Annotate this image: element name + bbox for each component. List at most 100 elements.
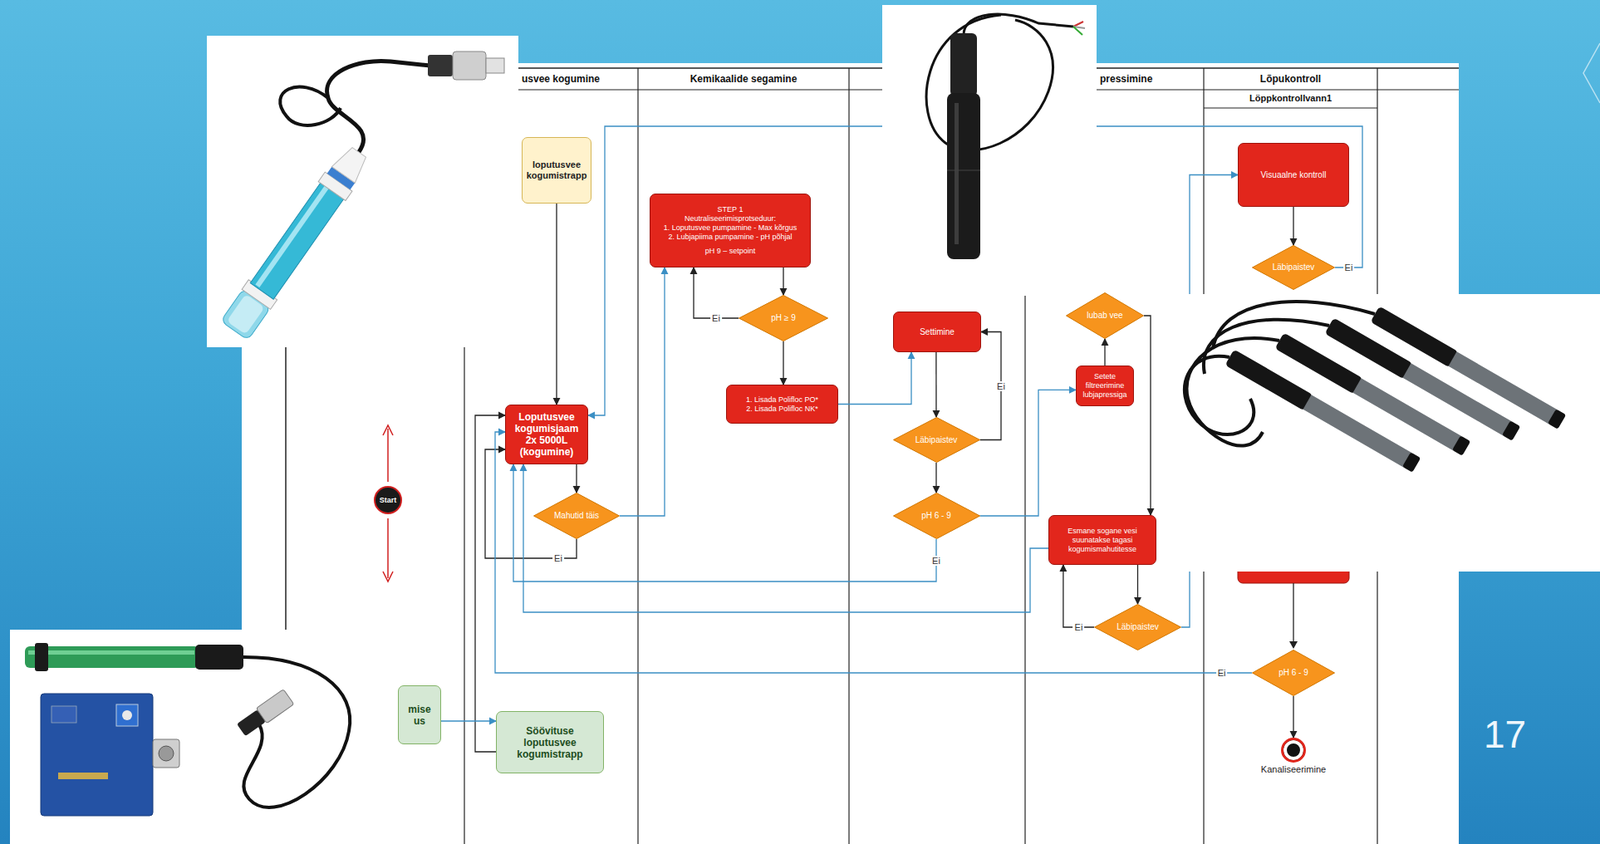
process-box: mise us (397, 685, 442, 745)
node-line: pH 9 – setpoint (663, 246, 798, 256)
ph-probe-photo-part (279, 87, 341, 126)
node-label: pH ≥ 9 (770, 313, 796, 324)
ph-probe-photo-part (206, 35, 519, 348)
node-label: Esmane sogane vesi suunatakse tagasi kog… (1053, 526, 1152, 555)
ph-kit-photo-part (51, 706, 77, 723)
node-label: Söövituse loputusvee kogumistrapp (499, 725, 601, 761)
ph-kit-photo-part (195, 644, 244, 670)
collection-trap-box: Söövituse loputusvee kogumistrapp (495, 711, 604, 774)
decision-diamond: Mahutid täis (533, 492, 620, 540)
sensor-set-photo-part-part (1448, 351, 1558, 424)
ph-kit-photo-part-part (255, 689, 294, 724)
sensor-set-photo-part-part (1452, 435, 1471, 456)
connector (1292, 206, 1294, 246)
edge-label: Ei (710, 313, 722, 324)
ph-probe-photo (206, 35, 519, 348)
sensor-set-photo-part (1160, 294, 1600, 572)
node-label: pH 6 - 9 (1278, 667, 1309, 678)
node-label: Visuaalne kontroll (1261, 170, 1327, 181)
node-label: loputusvee kogumistrapp (525, 159, 589, 182)
sensor-set-photo-part-part (1547, 408, 1566, 429)
node-text: Läbipaistev (915, 435, 958, 446)
lane-header: pressimine (1099, 73, 1153, 85)
connector (838, 352, 912, 405)
black-sensor-photo-part (947, 93, 981, 260)
edge-label: Ei (1343, 262, 1355, 273)
connector (1104, 338, 1105, 366)
node-label: Settimine (919, 327, 955, 338)
connector (782, 267, 784, 295)
decision-diamond: Läbipaistev (893, 417, 981, 463)
decision-diamond: pH ≥ 9 (738, 294, 829, 342)
ph-kit-photo-part (58, 772, 108, 780)
ph-probe-photo-part-part (331, 144, 371, 184)
node-text: Läbipaistev (1272, 262, 1316, 273)
node-label: Loputusvee kogumisjaam 2x 5000L (kogumin… (510, 411, 584, 458)
start-arrows-part (382, 425, 393, 436)
node-label: Läbipaistev (1272, 262, 1316, 273)
node-text: Visuaalne kontroll (1261, 170, 1327, 181)
connector (980, 389, 1077, 516)
collection-trap-box: loputusvee kogumistrapp (521, 137, 592, 204)
ph-probe-photo-part (427, 54, 453, 77)
node-text: Start (379, 495, 398, 505)
node-label: Läbipaistev (915, 435, 958, 446)
node-label: pH 6 - 9 (921, 510, 952, 521)
node-label: STEP 1 (663, 205, 798, 215)
start-circle: Start (373, 485, 403, 515)
edge-label: Ei (1073, 622, 1085, 633)
page-number: 17 (1483, 712, 1527, 757)
black-sensor-photo-part (1073, 26, 1083, 35)
lane-header: usvee kogumine (521, 73, 600, 85)
node-label: lubab vee (1086, 310, 1123, 321)
node-text: Söövituse loputusvee kogumistrapp (499, 725, 601, 761)
hidden-process-box-part (1292, 583, 1294, 643)
hidden-process-box (1237, 564, 1350, 649)
swimlane-table-part (637, 68, 639, 844)
connector (475, 415, 506, 752)
node-text: pH 6 - 9 (1278, 667, 1309, 678)
swimlane-table-part (848, 68, 850, 844)
ph-kit-photo-part (158, 746, 174, 761)
sensor-set-photo-part-part (1402, 451, 1421, 472)
ph-kit-photo-part (40, 693, 153, 816)
diamond-shape (739, 295, 829, 342)
slide-ornament-part (1583, 43, 1600, 104)
process-box: Visuaalne kontroll (1237, 142, 1350, 207)
start-arrows-part (387, 518, 389, 579)
start-arrows-part (387, 428, 389, 482)
connector (513, 464, 937, 582)
ph-probe-photo-part (452, 51, 486, 80)
node-label: Mahutid täis (554, 510, 599, 521)
node-text: Loputusvee kogumisjaam 2x 5000L (kogumin… (510, 411, 584, 458)
process-box: Setete filtreerimine lubjapressiga (1075, 365, 1134, 407)
ph-probe-photo-part (485, 58, 505, 74)
node-text: loputusvee kogumistrapp (525, 159, 589, 182)
node-text: Läbipaistev (1116, 622, 1159, 633)
collection-station-box: Loputusvee kogumisjaam 2x 5000L (kogumin… (505, 404, 589, 465)
node-text: Setete filtreerimine lubjapressiga (1080, 372, 1129, 400)
edge-label: Ei (1216, 667, 1228, 678)
decision-diamond: pH 6 - 9 (1251, 649, 1335, 697)
process-box: 1. Lisada Polifloc PO*2. Lisada Polifloc… (726, 384, 839, 424)
swimlane-table-part (1203, 107, 1378, 109)
lane-subheader: Löppkontrollvann1 (1203, 93, 1378, 104)
node-label: Kanaliseerimine (1261, 764, 1326, 775)
ph-kit-photo-part (122, 710, 133, 721)
node-text: 1. Lisada Polifloc PO*2. Lisada Polifloc… (746, 395, 819, 414)
node-label: 1. Lisada Polifloc PO* (746, 395, 819, 405)
black-sensor-photo-part (947, 170, 981, 172)
edge-label: Ei (995, 381, 1007, 392)
ph-kit-photo-part (116, 704, 138, 727)
process-box: STEP 1Neutraliseerimisprotseduur:1. Lopu… (649, 193, 811, 268)
connector (555, 203, 557, 405)
hidden-process-box-part (1289, 641, 1298, 649)
ph-kit-photo-part (240, 657, 350, 808)
black-sensor-photo-part (950, 33, 977, 97)
process-box: Esmane sogane vesi suunatakse tagasi kog… (1048, 515, 1157, 565)
connector (441, 720, 496, 722)
connector (782, 341, 784, 385)
